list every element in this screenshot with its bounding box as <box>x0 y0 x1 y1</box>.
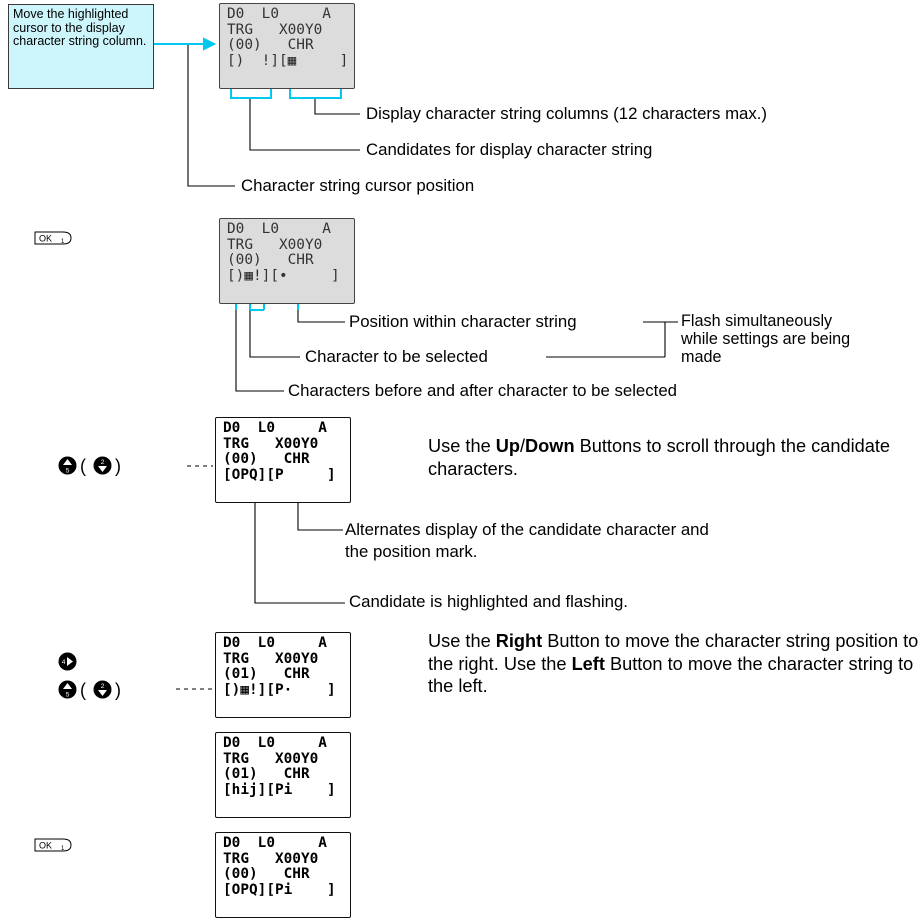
paren-close-1: ) <box>115 456 121 476</box>
up-button-icon-1: 5 <box>58 456 77 475</box>
label-before-after: Characters before and after character to… <box>288 381 677 400</box>
label-flash: Flash simultaneously while settings are … <box>681 312 850 366</box>
label-alternates-line1: Alternates display of the candidate char… <box>345 520 709 539</box>
label-flash-line2: while settings are being <box>681 330 851 348</box>
lcd-screen-4-text: D0 L0 A TRG X00Y0 (01) CHR [)▦!][P· ] <box>223 635 336 698</box>
label-cursor-position: Character string cursor position <box>241 176 475 195</box>
paren-open-1: ( <box>80 456 86 476</box>
label-alternates-line2: the position mark. <box>345 542 478 561</box>
label-char-selected: Character to be selected <box>305 347 488 366</box>
label-alternates: Alternates display of the candidate char… <box>345 519 709 563</box>
desc-updown: Use the Up/Down Buttons to scroll throug… <box>428 436 891 479</box>
label-candidate-highlighted: Candidate is highlighted and flashing. <box>349 592 628 611</box>
callout-box: Move the highlighted cursor to the displ… <box>8 4 154 89</box>
right-button-icon: 4 <box>58 652 77 671</box>
lcd-screen-5-text: D0 L0 A TRG X00Y0 (01) CHR [hij][Pi ] <box>223 735 336 798</box>
svg-text:1: 1 <box>61 846 65 852</box>
up-button-icon-2: 5 <box>58 680 77 699</box>
label-display-columns: Display character string columns (12 cha… <box>366 104 768 123</box>
svg-text:5: 5 <box>66 692 70 699</box>
lcd-screen-3-text: D0 L0 A TRG X00Y0 (00) CHR [OPQ][P ] <box>223 420 336 483</box>
ok-button-icon-2: OK 1 <box>34 838 72 852</box>
desc-right: Use the Right Button to move the charact… <box>428 631 919 696</box>
svg-text:OK: OK <box>39 234 52 244</box>
paren-close-2: ) <box>115 680 121 700</box>
lcd-screen-5: D0 L0 A TRG X00Y0 (01) CHR [hij][Pi ] <box>215 732 351 818</box>
svg-text:4: 4 <box>62 659 66 666</box>
label-flash-line3: made <box>681 348 722 366</box>
down-button-icon-2: 2 <box>93 680 112 699</box>
label-flash-line1: Flash simultaneously <box>681 312 833 330</box>
lcd-screen-6-text: D0 L0 A TRG X00Y0 (00) CHR [OPQ][Pi ] <box>223 835 336 898</box>
svg-text:2: 2 <box>101 459 105 466</box>
lcd-screen-2-text: D0 L0 A TRG X00Y0 (00) CHR [)▦!][• ] <box>227 221 340 284</box>
svg-text:2: 2 <box>101 683 105 690</box>
svg-text:5: 5 <box>66 468 70 475</box>
lcd-screen-1: D0 L0 A TRG X00Y0 (00) CHR [) !][▦ ] <box>219 3 355 89</box>
paren-open-2: ( <box>80 680 86 700</box>
svg-text:OK: OK <box>39 841 52 851</box>
ok-button-icon-1: OK 1 <box>34 231 72 245</box>
lcd-screen-4: D0 L0 A TRG X00Y0 (01) CHR [)▦!][P· ] <box>215 632 351 718</box>
lcd-screen-3: D0 L0 A TRG X00Y0 (00) CHR [OPQ][P ] <box>215 417 351 503</box>
lcd-screen-2: D0 L0 A TRG X00Y0 (00) CHR [)▦!][• ] <box>219 218 355 304</box>
callout-text: Move the highlighted cursor to the displ… <box>13 7 147 48</box>
lcd-screen-1-text: D0 L0 A TRG X00Y0 (00) CHR [) !][▦ ] <box>227 6 349 69</box>
label-position-within: Position within character string <box>349 312 577 331</box>
lcd-screen-6: D0 L0 A TRG X00Y0 (00) CHR [OPQ][Pi ] <box>215 832 351 918</box>
label-candidates: Candidates for display character string <box>366 140 653 159</box>
svg-text:1: 1 <box>61 239 65 245</box>
down-button-icon-1: 2 <box>93 456 112 475</box>
